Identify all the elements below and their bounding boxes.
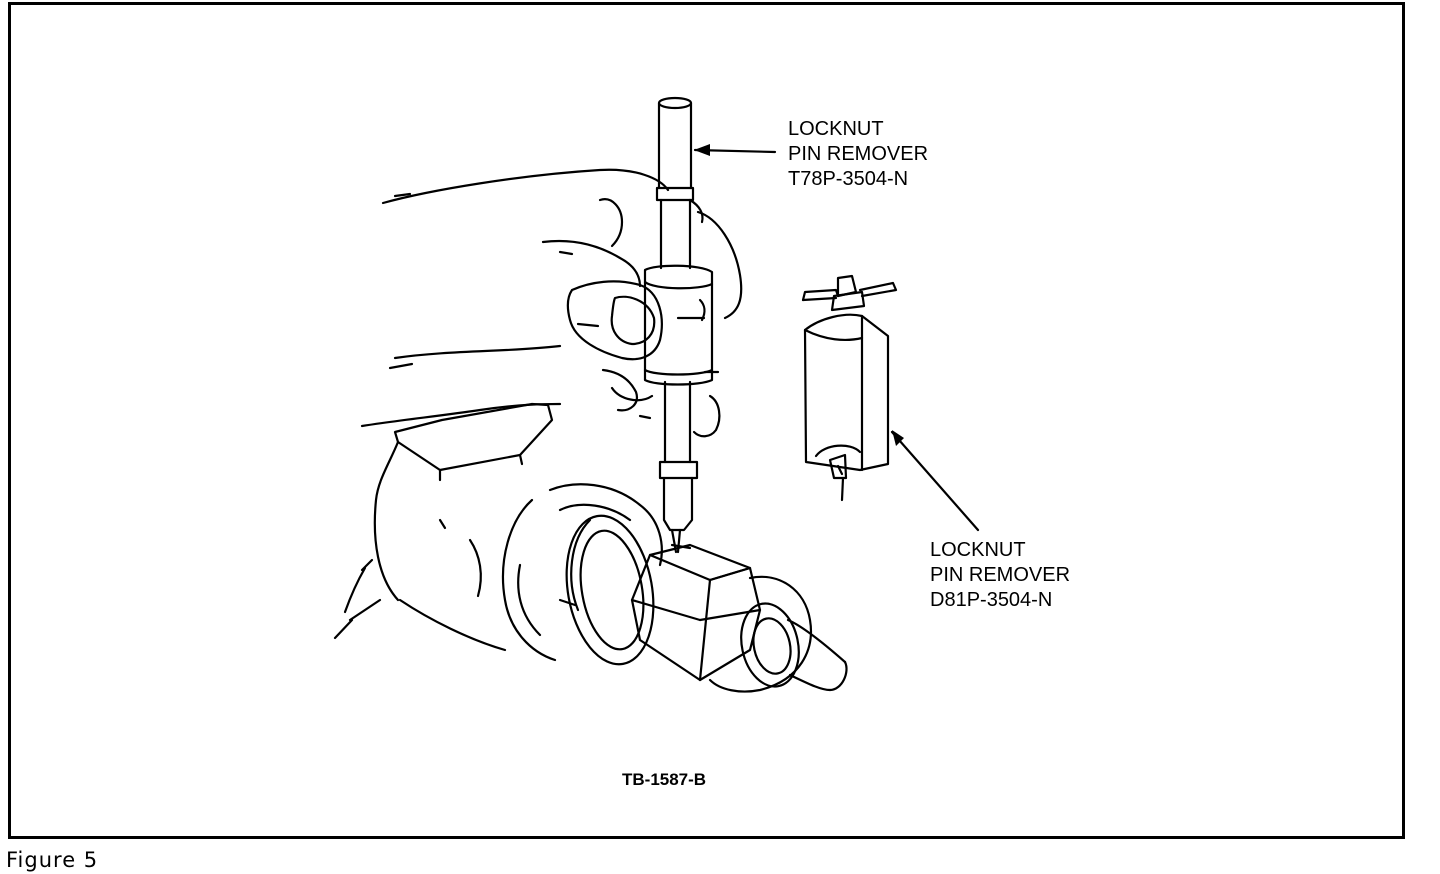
- callout-line: T78P-3504-N: [788, 168, 909, 190]
- callout-line: PIN REMOVER: [788, 143, 929, 165]
- arrowhead-upper: [694, 144, 710, 156]
- arrowhead-lower: [892, 430, 904, 446]
- figure-caption: Figure 5: [6, 848, 99, 872]
- callout-line: PIN REMOVER: [930, 564, 1071, 586]
- tool-d81p: [801, 274, 898, 502]
- hand: [360, 168, 743, 438]
- figure-frame: [8, 2, 1405, 839]
- hex-fitting: [630, 543, 848, 693]
- callout-line: LOCKNUT: [930, 539, 1026, 561]
- gear-housing: [333, 402, 663, 666]
- callout-line: LOCKNUT: [788, 118, 884, 140]
- figure-code: TB-1587-B: [622, 770, 707, 789]
- callout-locknut-pin-remover-d81p: LOCKNUT PIN REMOVER D81P-3504-N: [930, 538, 1070, 613]
- callout-locknut-pin-remover-t78p: LOCKNUT PIN REMOVER T78P-3504-N: [788, 117, 928, 192]
- callout-line: D81P-3504-N: [930, 589, 1053, 611]
